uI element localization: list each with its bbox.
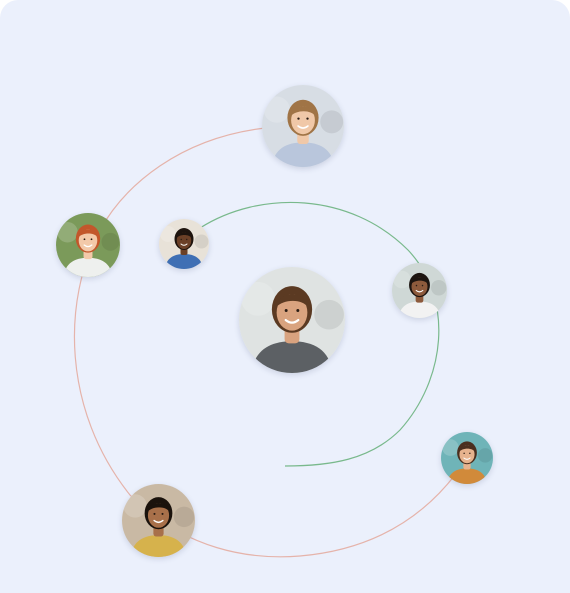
person-photo-icon [262,85,344,167]
inner-orbit-path [199,201,440,467]
avatar-left-student [56,213,120,277]
avatar-center-student [239,267,345,373]
avatar-lower-right-student [441,432,493,484]
avatar-bottom-left-student [122,484,195,557]
person-photo-icon [122,484,195,557]
avatar-right-student [392,263,447,318]
avatar-inner-left-student [159,219,209,269]
person-photo-icon [159,219,209,269]
person-photo-icon [239,267,345,373]
person-photo-icon [56,213,120,277]
person-photo-icon [392,263,447,318]
outer-orbit-path [73,127,456,558]
avatar-top-student [262,85,344,167]
person-photo-icon [441,432,493,484]
